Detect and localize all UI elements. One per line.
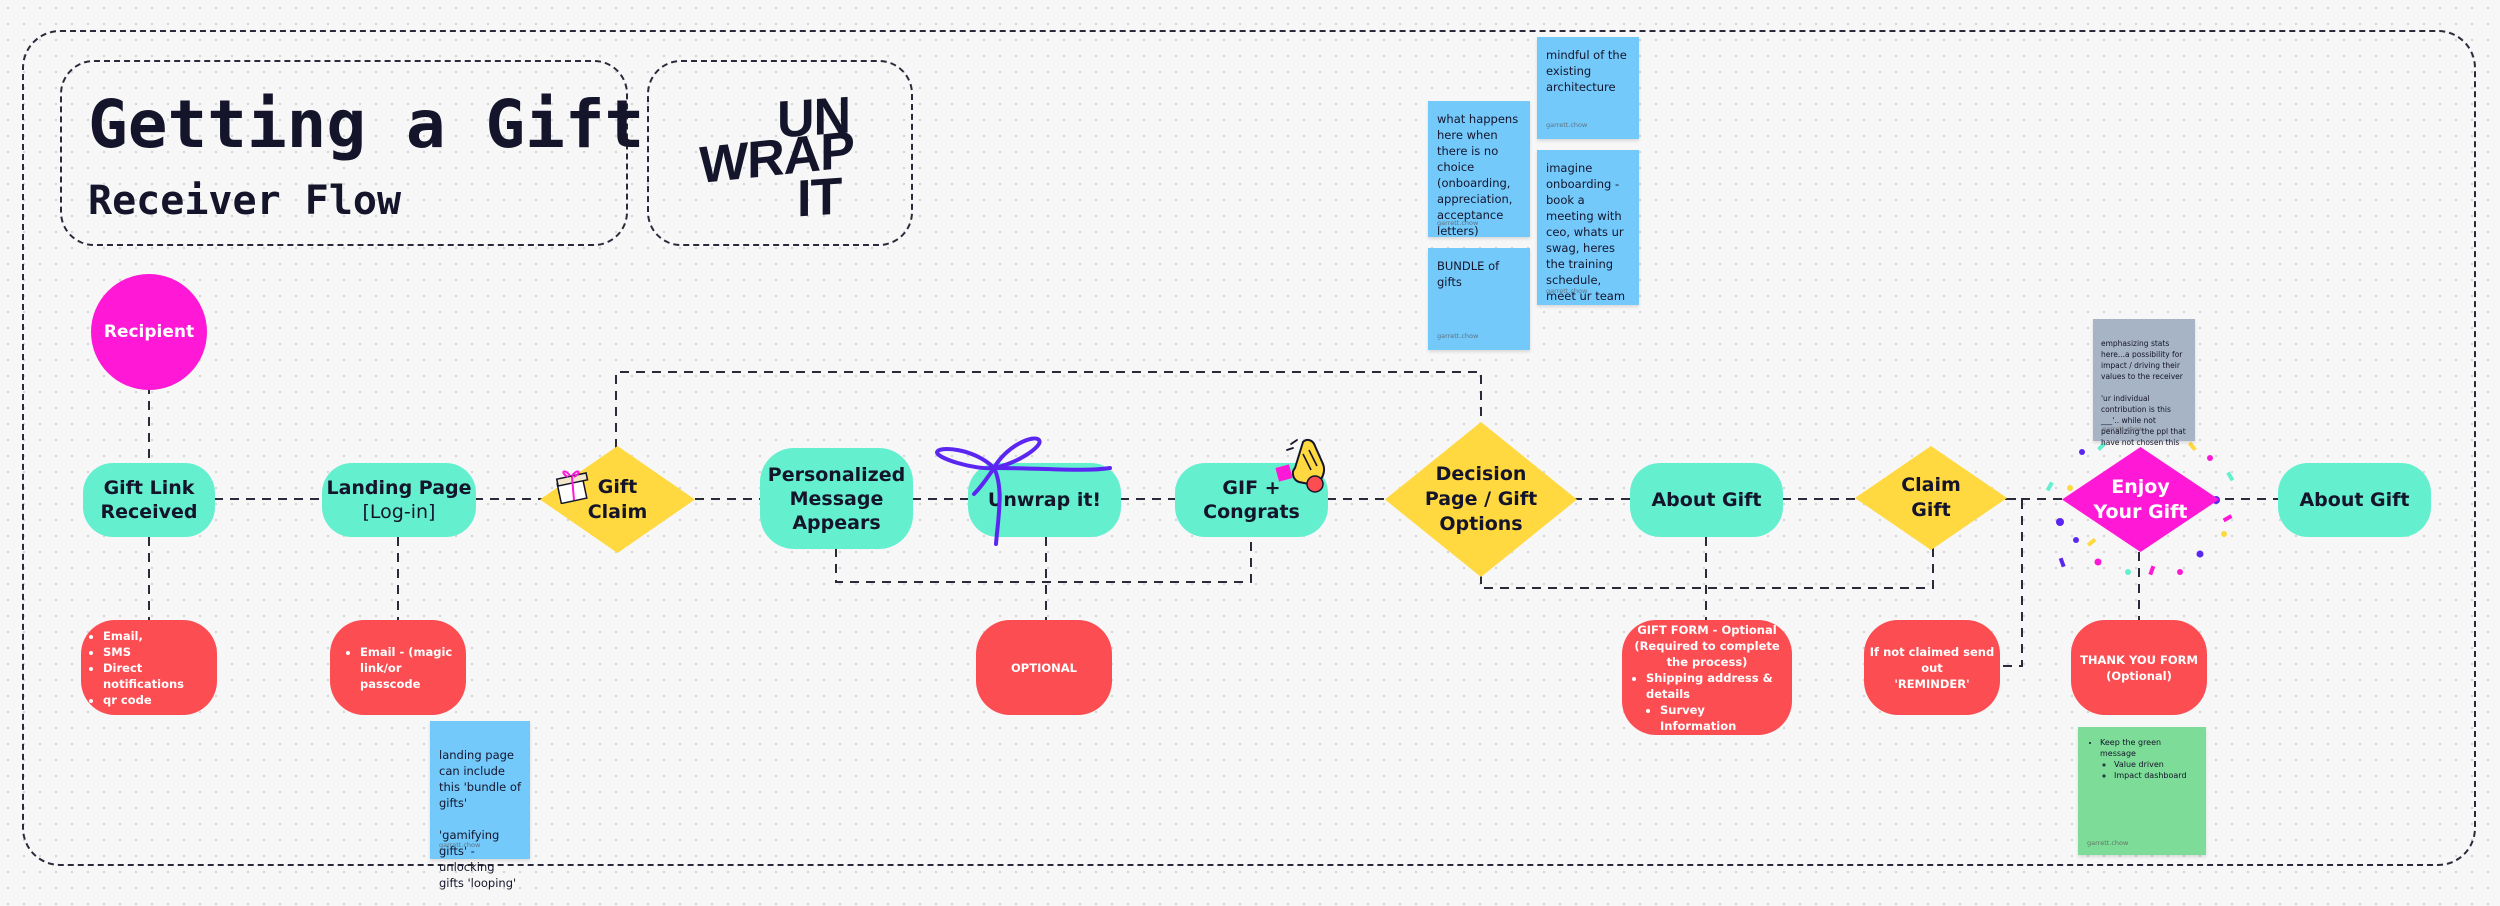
landing-login-list: Email - (magic link/or passcode xyxy=(338,644,458,692)
landing-page-node[interactable]: Landing Page [Log-in] xyxy=(322,463,476,537)
sticky-text: imagine onboarding - book a meeting with… xyxy=(1546,161,1626,303)
recipient-node[interactable]: Recipient xyxy=(91,274,207,390)
personalized-message-node[interactable]: Personalized Message Appears xyxy=(760,448,913,549)
sticky-note-green-message[interactable]: Keep the green message Value driven Impa… xyxy=(2078,727,2206,855)
sticky-author: garrett.chow xyxy=(1546,121,1588,129)
sticky-note-stats[interactable]: emphasizing stats here...a possibility f… xyxy=(2093,319,2195,447)
ribbon-bow-icon xyxy=(935,436,1112,546)
gift-form-title: GIFT FORM - Optional (Required to comple… xyxy=(1634,622,1780,669)
gift-claim-label: Gift Claim xyxy=(587,475,648,523)
sticky-text: landing page can include this 'bundle of… xyxy=(439,748,521,890)
green-sublist: Value driven Impact dashboard xyxy=(2100,759,2196,781)
gif-congrats-node[interactable]: GIF + Congrats xyxy=(1175,463,1328,537)
about-gift-final-node[interactable]: About Gift xyxy=(2278,463,2431,537)
title-box: Getting a Gift Receiver Flow xyxy=(60,60,644,246)
sticky-author: garrett.chow xyxy=(2102,425,2144,433)
green-list: Keep the green message Value driven Impa… xyxy=(2088,737,2196,781)
sticky-note-no-choice[interactable]: what happens here when there is no choic… xyxy=(1428,101,1530,238)
decision-node[interactable]: Decision Page / Gift Options xyxy=(1385,422,1577,577)
list-item: Email - (magic link/or passcode xyxy=(360,644,458,692)
sticky-author: garrett.chow xyxy=(1546,287,1588,295)
sticky-text: what happens here when there is no choic… xyxy=(1437,112,1519,238)
gift-box-icon xyxy=(555,470,589,504)
sticky-text: mindful of the existing architecture xyxy=(1546,48,1627,94)
list-item: Direct notifications xyxy=(103,660,217,692)
enjoy-your-gift-node[interactable]: Enjoy Your Gift xyxy=(2062,447,2219,552)
page-subtitle: Receiver Flow xyxy=(88,178,402,224)
landing-page-sublabel: [Log-in] xyxy=(362,501,436,523)
decision-diamond xyxy=(1385,422,1577,577)
sticky-note-mindful[interactable]: mindful of the existing architecture gar… xyxy=(1537,37,1639,139)
list-item: Impact dashboard xyxy=(2114,770,2196,781)
list-item: Value driven xyxy=(2114,759,2196,770)
claim-gift-node[interactable]: Claim Gift xyxy=(1855,446,2007,550)
enjoy-label: Enjoy Your Gift xyxy=(2093,475,2188,523)
green-item-label: Keep the green message xyxy=(2100,738,2162,758)
sticky-author: garrett.chow xyxy=(2087,839,2129,847)
logo-line-3: IT xyxy=(797,167,842,229)
list-item: qr code xyxy=(103,692,217,708)
list-item: Keep the green message Value driven Impa… xyxy=(2100,737,2196,781)
sticky-text: emphasizing stats here...a possibility f… xyxy=(2101,339,2186,447)
sticky-author: garrett.chow xyxy=(439,841,481,849)
list-item: SMS xyxy=(103,644,217,660)
logo-box: UN WRAP IT xyxy=(647,60,913,246)
sticky-note-landing-bundle[interactable]: landing page can include this 'bundle of… xyxy=(430,721,530,890)
flow-frame xyxy=(22,30,2476,866)
landing-page-label: Landing Page xyxy=(326,477,472,499)
sticky-author: garrett.chow xyxy=(1437,219,1479,227)
gift-link-channels-note[interactable]: Email, SMS Direct notifications qr code xyxy=(81,620,217,715)
gift-form-list: Shipping address & details Survey Inform… xyxy=(1632,670,1782,734)
unwrap-it-logo: UN WRAP IT xyxy=(699,86,879,229)
enjoy-diamond xyxy=(2062,447,2219,552)
list-item: Survey Information xyxy=(1660,702,1782,734)
decision-label: Decision Page / Gift Options xyxy=(1424,463,1538,535)
unwrap-it-node[interactable]: Unwrap it! xyxy=(968,463,1121,537)
list-item: Shipping address & details xyxy=(1646,670,1782,702)
list-item: Email, xyxy=(103,628,217,644)
sticky-author: garrett.chow xyxy=(1437,332,1479,340)
gift-link-channels-list: Email, SMS Direct notifications qr code xyxy=(81,628,217,708)
clapping-hands-icon xyxy=(1275,438,1325,493)
sticky-text: BUNDLE of gifts xyxy=(1437,259,1500,289)
gift-link-received-node[interactable]: Gift Link Received xyxy=(83,463,215,537)
gift-form-note[interactable]: GIFT FORM - Optional (Required to comple… xyxy=(1622,620,1792,735)
claim-gift-diamond xyxy=(1855,446,2007,550)
sticky-note-bundle[interactable]: BUNDLE of gifts garrett.chow xyxy=(1428,248,1530,350)
landing-login-note[interactable]: Email - (magic link/or passcode xyxy=(330,620,466,715)
claim-gift-label: Claim Gift xyxy=(1901,474,1961,521)
page-title: Getting a Gift xyxy=(88,86,645,163)
thank-you-form-note[interactable]: THANK YOU FORM (Optional) xyxy=(2071,620,2207,715)
about-gift-node[interactable]: About Gift xyxy=(1630,463,1783,537)
optional-note[interactable]: OPTIONAL xyxy=(976,620,1112,715)
sticky-note-imagine[interactable]: imagine onboarding - book a meeting with… xyxy=(1537,150,1639,305)
reminder-note[interactable]: If not claimed send out 'REMINDER' xyxy=(1864,620,2000,715)
